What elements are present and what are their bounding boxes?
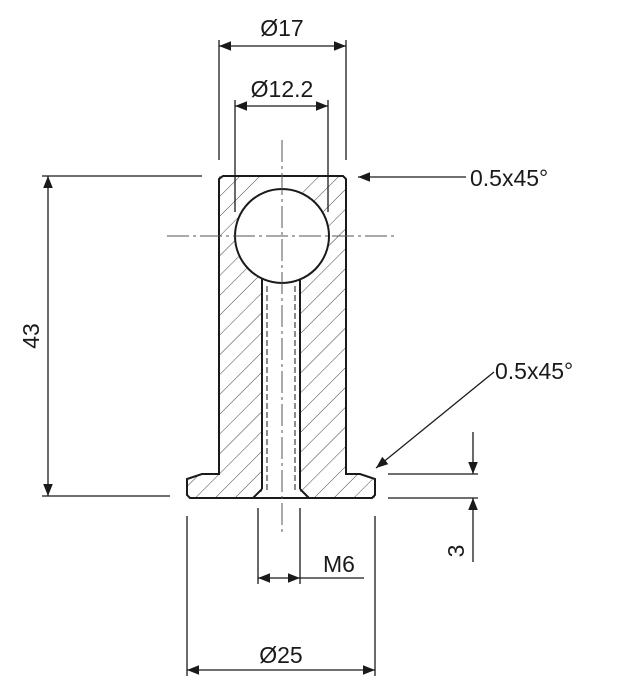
thread-label: M6 <box>323 551 355 577</box>
dim-flange-diameter <box>186 516 376 676</box>
callout-bottom-chamfer <box>375 371 495 469</box>
dim-height <box>42 175 202 497</box>
outer-diameter-label: Ø17 <box>260 15 303 41</box>
ball-diameter-label: Ø12.2 <box>251 76 314 102</box>
thread-countersink <box>252 488 310 499</box>
top-chamfer-label: 0.5x45° <box>470 165 548 191</box>
body-outline <box>186 175 376 499</box>
height-label: 43 <box>18 323 44 349</box>
flange-thickness-label: 3 <box>443 545 469 558</box>
centerlines <box>167 140 397 535</box>
dim-flange-thickness <box>388 432 478 562</box>
flange-diameter-label: Ø25 <box>259 642 302 668</box>
dim-ball-diameter <box>234 100 329 212</box>
part-section <box>186 175 376 499</box>
dim-outer-diameter <box>218 40 347 160</box>
bottom-chamfer-label: 0.5x45° <box>495 358 573 384</box>
dim-thread <box>257 508 364 584</box>
